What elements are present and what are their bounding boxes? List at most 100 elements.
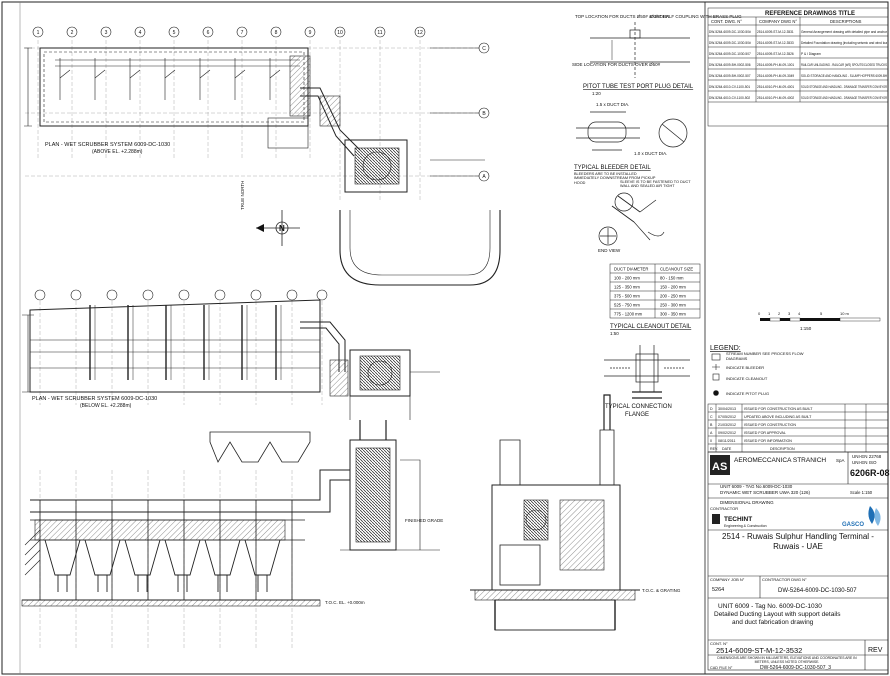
rev-cell: 21/03/2012 (718, 423, 736, 427)
lower-grid-bubbles (34, 289, 328, 301)
cleanout-head-size: CLEANOUT SIZE (660, 267, 693, 272)
ref-cell: SOLID STORAGE AND HANDLING - DRAINAGE TR… (801, 85, 888, 89)
scale-tick: 1 (768, 311, 771, 316)
rev-cell: 07/05/2012 (718, 415, 736, 419)
grid-row-b: B (482, 111, 486, 117)
end-view-label: END VIEW (598, 248, 621, 253)
ref-cell: DW-5264-6010-CV-1100-502 (709, 96, 750, 100)
grid-col-5: 5 (173, 30, 176, 36)
connection-title: TYPICAL CONNECTION (605, 404, 672, 410)
scale-tick: 3 (788, 311, 791, 316)
svg-text:N: N (279, 224, 285, 233)
elevation-view-left (21, 420, 440, 650)
ref-cell: SOLID STORAGE AND HANDLING - SLUMP HOPPE… (801, 74, 888, 78)
cleanout-cell: 200 - 250 mm (660, 294, 686, 299)
contractor-logo-icon (712, 514, 720, 524)
pitot-scale: 1:20 (592, 91, 601, 96)
dim-1-5-duct: 1.5 x DUCT DIA. (596, 102, 629, 107)
revisions-table (707, 403, 889, 453)
dim-1-0-duct: 1.0 x DUCT DIA. (634, 151, 667, 156)
scale-tick: 4 (798, 311, 801, 316)
grating-label: T.O.C. & GRATING (642, 588, 681, 593)
pitot-coupling-note: Ø3/4" HALF COUPLING WITH BRASS PLUG (650, 14, 742, 19)
ref-cell: 2514-6009-ST-M-12-3531 (757, 30, 794, 34)
grid-col-8: 8 (275, 30, 278, 36)
contractor-name: TECHINT (724, 516, 752, 523)
equipment-line: DYNAMIC WET SCRUBBER UWA 320 (126) (720, 490, 811, 495)
scale-label: 1:150 (800, 326, 812, 331)
grid-col-4: 4 (139, 30, 142, 36)
client-name: GASCO (842, 522, 864, 528)
grid-row-c: C (482, 46, 486, 52)
ref-cell: DW-5264-6009-DC-1030-50# (709, 30, 751, 34)
rev-cell: ISSUED FOR CONSTRUCTION AS BUILT (744, 407, 813, 411)
lower-plan-subtitle: (BELOW EL. +2.288m) (80, 403, 132, 409)
scale-bar (760, 317, 881, 322)
upper-plan-view (24, 40, 501, 286)
ref-cell: 2514-6009-PH-M-09-1001 (757, 63, 794, 67)
ref-cell: 2514-6009-ST-M-12-3526 (757, 52, 794, 56)
cleanout-cell: 525 - 750 mm (614, 303, 640, 308)
rev-label: REV (868, 647, 883, 654)
legend-item-bleeder: INDICATE BLEEDER (726, 365, 764, 370)
reference-title: REFERENCE DRAWINGS TITLE (765, 11, 855, 17)
rev-head: DATE (722, 447, 732, 451)
lower-plan-title: PLAN - WET SCRUBBER SYSTEM 6009-DC-1030 (32, 396, 157, 402)
company-suffix: SpA (836, 458, 845, 463)
drawing-type: DIMENSIONAL DRAWING (720, 500, 774, 505)
company-dwg-value: 2514-6009-ST-M-12-3532 (716, 646, 802, 655)
company-name: AEROMECCANICA STRANICH (734, 457, 826, 464)
scale-tick: 0 (758, 311, 761, 316)
cleanout-table (609, 263, 701, 319)
grid-col-12: 12 (417, 30, 423, 36)
ref-cell: 2514-6010-PH-M-09-4001 (757, 85, 794, 89)
std-2: UNI-EN ISO (852, 460, 877, 465)
cleanout-cell: 80 - 150 mm (660, 276, 684, 281)
rev-head: REV. (710, 447, 718, 451)
contractor-label: CONTRACTOR (710, 506, 738, 511)
pitot-title: PITOT TUBE TEST PORT PLUG DETAIL (583, 84, 694, 90)
cleanout-cell: 100 - 200 mm (614, 276, 640, 281)
ref-cell: 2514-6009-PH-M-09-3049 (757, 74, 794, 78)
legend-title: LEGEND: (710, 345, 741, 352)
grid-col-6: 6 (207, 30, 210, 36)
bleeder-note: BLEEDERS ARE TO BE INSTALLED IMMEDIATELY… (574, 172, 656, 185)
rev-cell: ISSUED FOR INFORMATION (744, 439, 792, 443)
ref-cell: DW-5264-6010-CV-1100-501 (709, 85, 750, 89)
pitot-side-note: SIDE LOCATION FOR DUCTS OVER Ø50# (572, 62, 661, 67)
grid-col-9: 9 (309, 30, 312, 36)
legend-item-stream: STREAM NUMBER SEE PROCESS FLOW DIAGRAMS (726, 352, 804, 361)
grid-col-2: 2 (71, 30, 74, 36)
ref-head-cont: CONT. DWG. N° (711, 19, 742, 24)
cleanout-head-duct: DUCT DIAMETER (614, 267, 648, 272)
scale-tick: 5 (820, 311, 823, 316)
company-job-label: COMPANY JOB N° (710, 577, 745, 582)
rev-cell: 09/02/2012 (718, 431, 736, 435)
connection-flange-detail (604, 345, 690, 399)
upper-grid-bubbles (32, 26, 490, 182)
grid-col-3: 3 (105, 30, 108, 36)
rev-cell: D (710, 407, 713, 411)
ref-cell: DW-5264-6009-DC-1030-50# (709, 41, 751, 45)
finished-grade-label: FINISHED GRADE (405, 518, 443, 523)
dimension-note: DIMENSIONS ARE SHOWN IN MILLIMETERS, ELE… (717, 656, 857, 664)
cleanout-cell: 250 - 300 mm (660, 303, 686, 308)
ref-cell: General Arrangement drawing with detaile… (801, 30, 888, 34)
drawing-title-1: UNIT 6009 - Tag No. 6009-DC-1030 (718, 603, 822, 610)
cad-file-label: CAD FILE N° (710, 666, 733, 670)
ref-cell: DW-5264-6009-BH-0002-506 (709, 63, 751, 67)
rev-cell: 30/04/2013 (718, 407, 736, 411)
ref-cell: SOLID STORAGE AND HANDLING - DRAINAGE TR… (801, 96, 888, 100)
sleeve-note: SLEEVE IS TO BE FASTENED TO DUCT WALL AN… (620, 180, 691, 189)
project-title: 2514 - Ruwais Sulphur Handling Terminal … (722, 532, 874, 551)
ref-cell: P & I Diagram (801, 52, 821, 56)
ref-cell: RAILCAR UNLOADING - RAILCAR (WS) SPOUTS/… (801, 63, 887, 67)
drawing-title-2: Detailed Ducting Layout with support det… (714, 611, 841, 618)
cleanout-title: TYPICAL CLEANOUT DETAIL (610, 324, 692, 330)
pitot-top-note: TOP LOCATION FOR DUCTS Ø50# & UNDER (575, 14, 670, 19)
grid-col-10: 10 (337, 30, 343, 36)
rev-cell: A (710, 431, 713, 435)
contractor-dwg-label: CONTRACTOR DWG N° (762, 577, 807, 582)
bleeder-title: TYPICAL BLEEDER DETAIL (574, 165, 651, 171)
